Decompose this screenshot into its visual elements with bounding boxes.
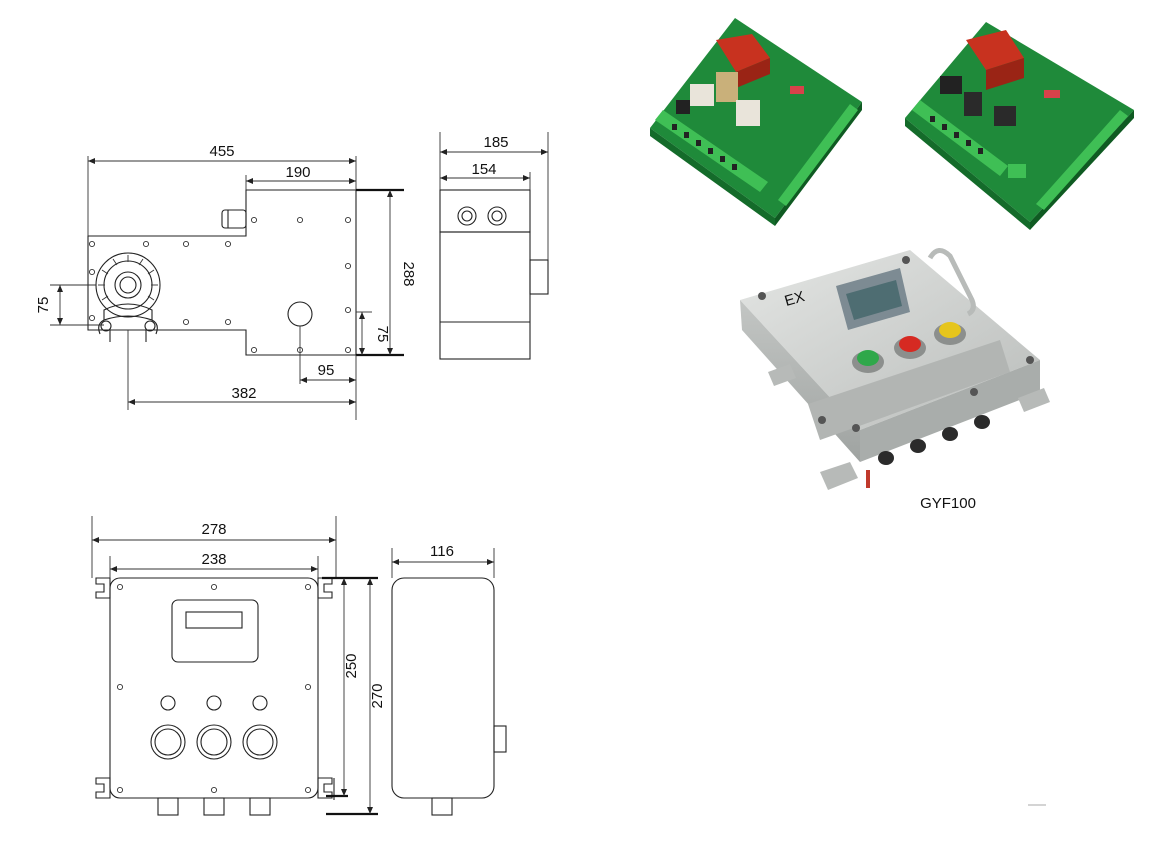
dim-box-depth: 116 [391,543,495,578]
box-front-holes [116,583,312,794]
dim-box-hole-spacing: 238 [109,551,319,578]
dim-label-box-depth: 116 [430,543,454,560]
enclosure-photo: EX GYF100 [740,248,1050,512]
dim-right-step-height: 75 [356,311,391,355]
pcb-board-photo-2 [905,22,1134,230]
enclosure-buttons [852,322,966,373]
dim-label-side-inner-width: 154 [471,161,496,178]
dim-label-left-height: 75 [35,297,52,314]
dim-label-overall-width: 455 [209,143,234,160]
dim-label-side-outer-width: 185 [483,134,508,151]
dim-box-heights: 250 270 [322,576,386,816]
box-side-view: 116 [391,543,507,816]
dim-label-box-outer-height: 270 [369,683,386,708]
pump-side-view: 185 154 [439,132,549,360]
dim-label-overall-height: 288 [400,261,417,286]
pump-front-view: 455 190 288 75 75 95 [35,143,417,420]
rotor-assembly [95,252,161,342]
enclosure-model-label: GYF100 [920,495,976,512]
dim-upper-width: 190 [245,164,356,190]
dim-overall-height: 288 [356,188,417,357]
dim-lower-step: 95 [299,326,357,420]
dim-overall-width: 455 [87,143,357,236]
enclosure-lid-mark: EX [783,288,807,310]
dim-label-upper-width: 190 [285,164,310,181]
dim-label-box-outer-width: 278 [201,521,226,538]
dim-label-right-step-height: 75 [374,326,391,343]
dim-left-height: 75 [35,284,104,326]
dim-label-box-inner-height: 250 [343,653,360,678]
dim-label-lower-step: 95 [318,362,335,379]
dim-side-outer-width: 185 [439,132,549,260]
mounting-holes [88,216,352,354]
dim-offset-width: 382 [127,330,356,410]
dim-label-offset-width: 382 [231,385,256,402]
box-front-view: 278 238 250 270 [91,516,386,816]
pcb-board-photo-1 [650,18,862,226]
dim-label-box-hole-spacing: 238 [201,551,226,568]
dim-box-outer-width: 278 [91,516,337,578]
dim-side-inner-width: 154 [440,161,531,190]
